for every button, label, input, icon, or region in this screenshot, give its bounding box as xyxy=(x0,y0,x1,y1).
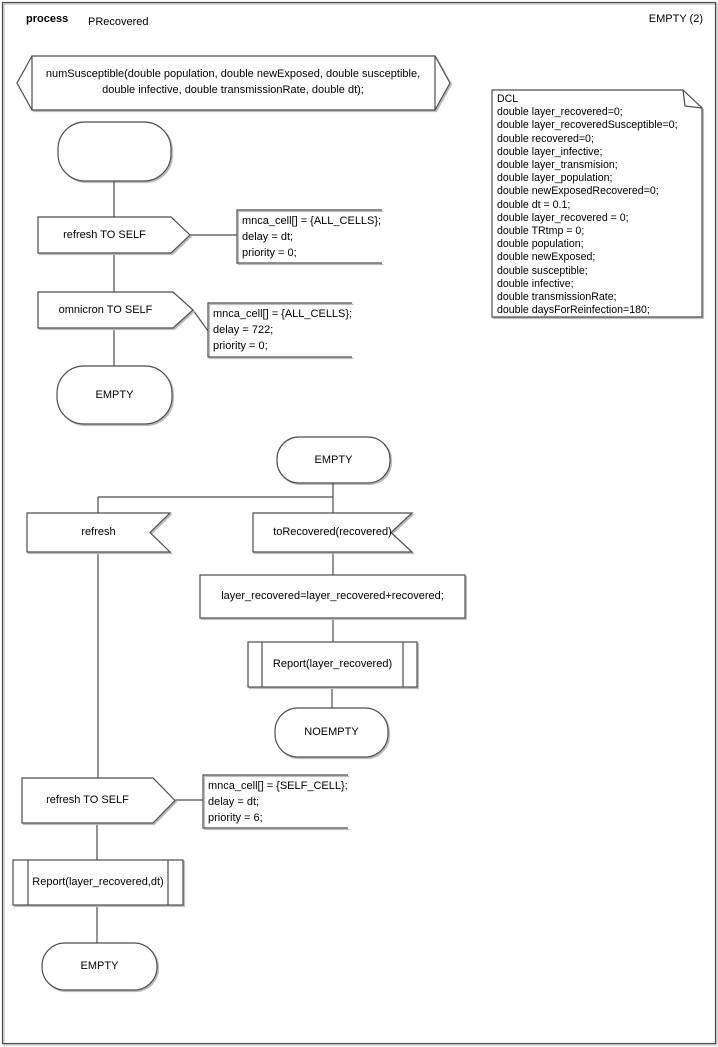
procedure-report-symbol xyxy=(247,641,418,688)
flow1-connectors xyxy=(113,181,237,366)
input-refresh-symbol xyxy=(26,512,172,553)
output-refresh-to-self-label: refresh TO SELF xyxy=(63,228,146,241)
process-name: PRecovered xyxy=(88,16,149,28)
start-state-symbol xyxy=(57,121,172,182)
page-reference: EMPTY (2) xyxy=(648,13,703,25)
input-refresh-label: refresh xyxy=(81,526,116,538)
procedure-report-dt-label: Report(layer_recovered,dt) xyxy=(32,876,164,888)
process-kind-label: process xyxy=(26,13,69,25)
output-refresh-to-self-bottom-symbol xyxy=(21,777,176,824)
input-torecovered-symbol xyxy=(252,512,414,553)
flow2-connectors xyxy=(96,483,334,943)
output-refresh-to-self-bottom-label: refresh TO SELF xyxy=(46,794,129,806)
procedure-signature-text: numSusceptible(double population, double… xyxy=(45,68,421,96)
dcl-text-symbol xyxy=(491,89,703,318)
state-noempty-label: NOEMPTY xyxy=(304,726,359,738)
state-empty-bottom-label: EMPTY xyxy=(80,960,119,972)
dcl-declarations-text: DCL double layer_recovered=0; double lay… xyxy=(497,93,678,317)
note-refresh-self-box xyxy=(202,774,348,829)
note-refresh-text: mnca_cell[] = {ALL_CELLS}; delay = dt; p… xyxy=(242,215,382,259)
note-refresh-self-text: mnca_cell[] = {SELF_CELL}; delay = dt; p… xyxy=(208,780,348,824)
state-noempty-symbol xyxy=(274,707,389,758)
state-empty-flow1-symbol xyxy=(56,365,173,425)
input-torecovered-label: toRecovered(recovered) xyxy=(273,526,392,538)
procedure-report-dt-symbol xyxy=(12,859,184,906)
state-empty-flow1-label: EMPTY xyxy=(95,388,134,401)
note-refresh-box xyxy=(236,209,382,264)
state-empty-bottom-symbol xyxy=(41,942,158,991)
output-omnicron-to-self-symbol xyxy=(37,291,194,329)
procedure-report-label: Report(layer_recovered) xyxy=(272,658,393,670)
note-omnicron-box xyxy=(207,302,352,358)
output-refresh-to-self-symbol xyxy=(37,216,191,254)
output-omnicron-to-self-label: omnicron TO SELF xyxy=(58,303,153,316)
note-omnicron-text: mnca_cell[] = {ALL_CELLS}; delay = 722; … xyxy=(213,308,353,352)
task-layer-recovered-symbol xyxy=(199,574,466,619)
task-layer-recovered-label: layer_recovered=layer_recovered+recovere… xyxy=(221,590,444,602)
state-empty-flow2-top-label: EMPTY xyxy=(314,453,353,466)
procedure-signature-symbol xyxy=(16,55,451,111)
